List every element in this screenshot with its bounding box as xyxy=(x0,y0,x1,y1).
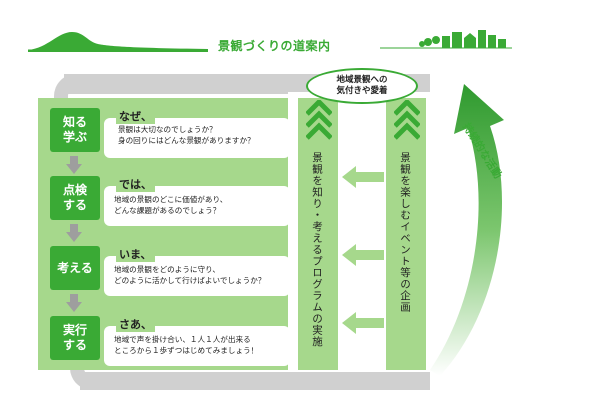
bubble-heading: いま、 xyxy=(116,246,155,262)
cycle-band-top xyxy=(64,74,288,94)
bubble-text: 地域の景観のどこに価値があり、 どんな課題があるのでしょう？ xyxy=(114,194,227,216)
cycle-curved-arrow xyxy=(430,84,504,376)
down-arrow-icon xyxy=(66,156,82,174)
town-skyline-right xyxy=(380,30,512,49)
step-learn: 知る 学ぶ xyxy=(50,108,100,152)
page-title: 景観づくりの道案内 xyxy=(218,39,331,53)
up-chevrons-icon xyxy=(306,100,332,140)
bubble-text: 地域の景観をどのように守り、 どのように活かして行けばよいでしょうか？ xyxy=(114,264,265,286)
step-label-line1: 考える xyxy=(57,260,93,275)
bubble-text-line1: 地域の景観をどのように守り、 xyxy=(114,265,221,274)
event-planning-label: 景観を楽しむイベント等の企画 xyxy=(399,152,411,313)
bubble-text-line1: 地域で声を掛け合い、１人１人が出来る xyxy=(114,335,251,344)
bubble-text-line2: ところから１歩ずつはじめてみましょう！ xyxy=(114,346,259,355)
bubble-text-line1: 地域の景観のどこに価値があり、 xyxy=(114,195,228,204)
learn-program-column xyxy=(298,98,338,370)
bubble-text-line2: どのように活かして行けばよいでしょうか？ xyxy=(114,276,266,285)
bubble-heading: では、 xyxy=(116,176,155,192)
hill-landscape-left xyxy=(28,32,208,52)
question-bubble-4 xyxy=(104,326,290,366)
step-label-line2: する xyxy=(62,338,87,352)
step-label-line1: 点検 xyxy=(62,183,87,197)
step-label-line2: 学ぶ xyxy=(62,130,87,144)
left-arrow-icon xyxy=(342,244,384,266)
goal-oval: 地域景観への 気付きや愛着 xyxy=(306,68,418,104)
step-think: 考える xyxy=(50,246,100,290)
step-check: 点検 する xyxy=(50,176,100,220)
cycle-band-bottom xyxy=(80,372,288,390)
step-act: 実行 する xyxy=(50,316,100,360)
goal-line1: 地域景観への xyxy=(336,75,388,85)
question-bubble-1 xyxy=(104,118,290,158)
bubble-text-line1: 景観は大切なのでしょうか？ xyxy=(118,125,217,134)
left-arrow-icon xyxy=(342,166,384,188)
event-planning-column xyxy=(386,98,426,370)
up-chevrons-icon xyxy=(394,100,420,140)
bubble-text: 景観は大切なのでしょうか？ 身の回りにはどんな景観がありますか？ xyxy=(118,124,255,146)
bubble-heading: さあ、 xyxy=(116,316,155,332)
step-label-line2: する xyxy=(62,198,87,212)
cycle-band-bottom-right xyxy=(288,372,430,390)
bubble-text-line2: 身の回りにはどんな景観がありますか？ xyxy=(118,136,255,145)
question-bubble-3 xyxy=(104,256,290,296)
bubble-text: 地域で声を掛け合い、１人１人が出来る ところから１歩ずつはじめてみましょう！ xyxy=(114,334,258,356)
left-arrow-icon xyxy=(342,312,384,334)
down-arrow-icon xyxy=(66,294,82,312)
learn-program-label: 景観を知り・考えるプログラムの実施 xyxy=(311,152,323,348)
step-label-line1: 知る xyxy=(62,115,87,129)
step-label-line1: 実行 xyxy=(62,323,87,337)
down-arrow-icon xyxy=(66,224,82,242)
question-bubble-2 xyxy=(104,186,290,226)
bubble-heading: なぜ、 xyxy=(116,108,155,124)
goal-line2: 気付きや愛着 xyxy=(336,86,388,96)
bubble-text-line2: どんな課題があるのでしょう？ xyxy=(114,206,221,215)
